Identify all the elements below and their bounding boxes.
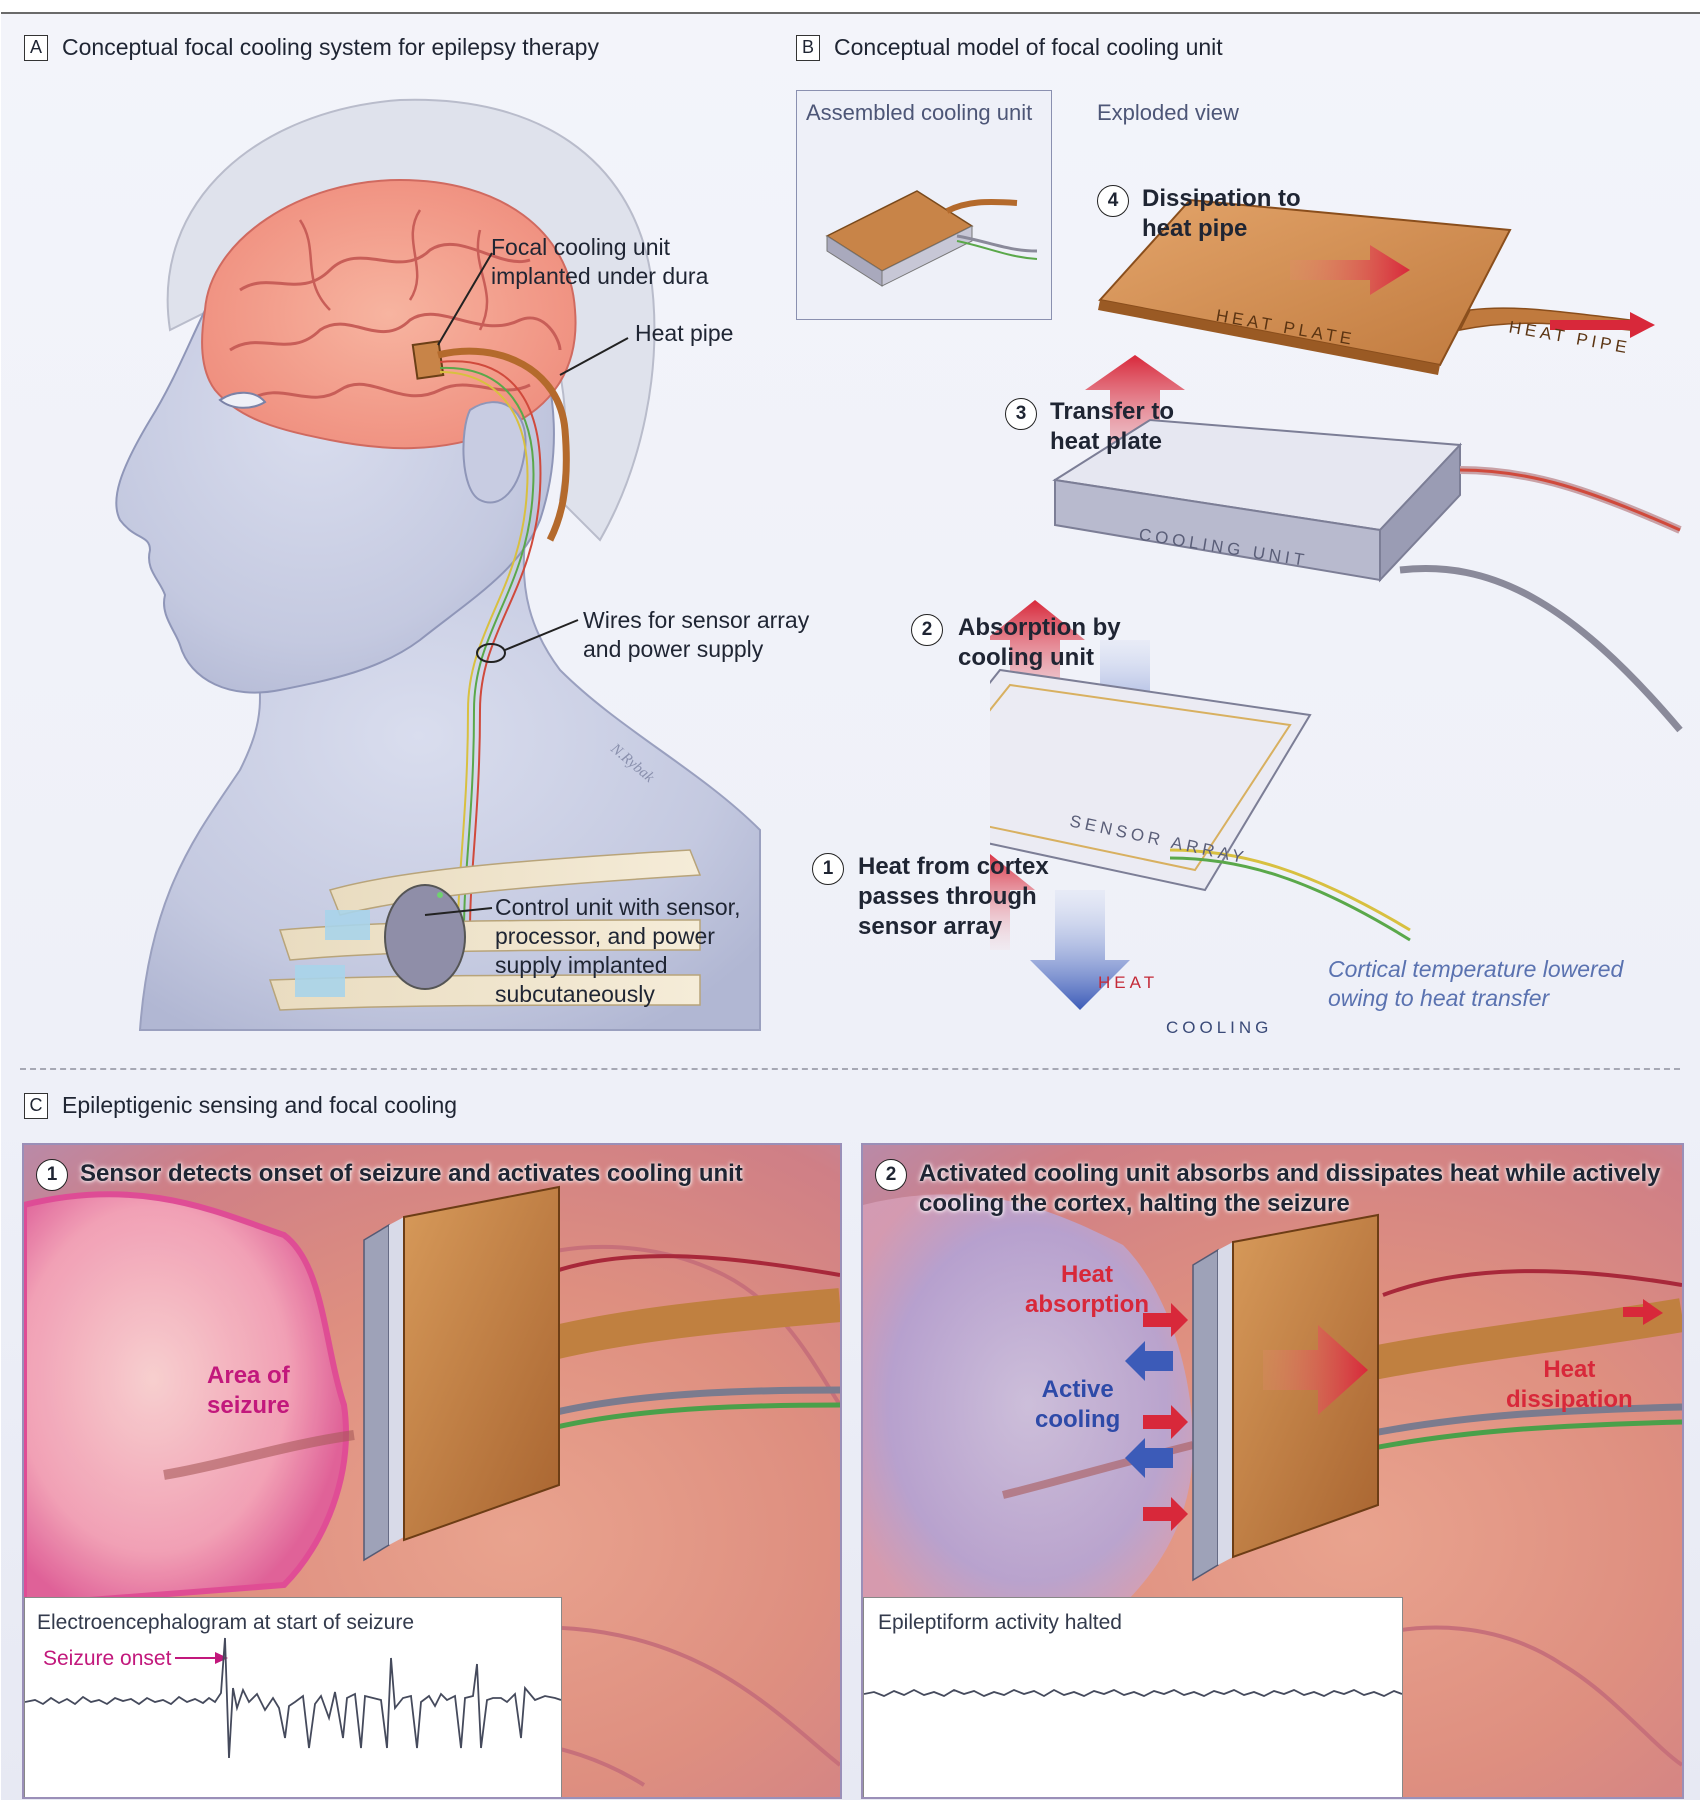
label-wires: Wires for sensor array and power supply — [583, 607, 810, 662]
cooling-unit-side-right — [1379, 442, 1461, 583]
c1-heat-plate — [403, 1185, 560, 1542]
c2-eeg-trace-area — [864, 1688, 1402, 1698]
heat-label: HEAT — [1098, 973, 1159, 992]
panel-c2: 2 Activated cooling unit absorbs and dis… — [861, 1143, 1684, 1799]
panel-b-title-text: Conceptual model of focal cooling unit — [834, 34, 1223, 60]
c2-red-wire — [1382, 1269, 1682, 1297]
panel-a-letter: A — [24, 34, 48, 61]
plate-arrow-icon — [1290, 245, 1410, 295]
panel-c-title: C Epileptigenic sensing and focal coolin… — [24, 1092, 457, 1119]
sensor-wire-yellow — [1169, 848, 1411, 932]
panel-a-title-text: Conceptual focal cooling system for epil… — [62, 34, 599, 60]
c1-title: Sensor detects onset of seizure and acti… — [80, 1160, 743, 1187]
c2-title: Activated cooling unit absorbs and dissi… — [919, 1160, 1661, 1217]
c2-eeg-trace — [864, 1688, 1402, 1698]
sensor-array-shape — [990, 668, 1312, 892]
wires-marker-ellipse — [476, 643, 506, 663]
c1-cooling-unit — [363, 1223, 390, 1562]
absorption-arrow-icon-2 — [1143, 1405, 1188, 1439]
c1-green-wire — [543, 1402, 840, 1433]
c2-illustration — [863, 1194, 1682, 1767]
c2-cooling-unit — [1192, 1248, 1219, 1582]
panel-a-title: A Conceptual focal cooling system for ep… — [24, 34, 599, 61]
panel-c1: 1 Sensor detects onset of seizure and ac… — [22, 1143, 842, 1799]
step-1-number: 1 — [812, 853, 844, 885]
assembled-unit-label: Assembled cooling unit — [806, 100, 1033, 125]
wire-path-red — [439, 360, 542, 931]
wire-path-green — [439, 366, 535, 931]
c1-illustration — [24, 1185, 840, 1787]
c2-number: 2 — [875, 1159, 907, 1191]
exploded-view-label: Exploded view — [1097, 100, 1239, 125]
c1-eeg-trace-area — [25, 1637, 561, 1759]
heat-bottom-arrow-icon — [990, 854, 1035, 950]
seizure-onset-arrow-icon — [215, 1652, 228, 1664]
assembled-unit-illustration — [825, 190, 1038, 287]
control-unit-icon — [384, 884, 466, 990]
c1-red-wire — [543, 1254, 840, 1277]
heat-absorption-label: Heat absorption — [1025, 1261, 1149, 1318]
c1-gray-wire — [543, 1386, 840, 1419]
c1-eeg-panel: Electroencephalogram at start of seizure… — [24, 1597, 562, 1797]
wire-path-yellow — [439, 371, 529, 931]
panel-b-title: B Conceptual model of focal cooling unit — [796, 34, 1223, 61]
section-divider — [20, 1068, 1680, 1070]
c2-heat-pipe — [1359, 1298, 1682, 1382]
sensor-wire-green — [1169, 856, 1411, 942]
c1-heat-pipe — [539, 1288, 840, 1362]
panel-c-title-text: Epileptigenic sensing and focal cooling — [62, 1092, 458, 1118]
c1-number: 1 — [36, 1159, 68, 1191]
step-4-number: 4 — [1097, 185, 1129, 217]
panel-b-letter: B — [796, 34, 820, 61]
c2-dissipation-big-arrow-icon — [1263, 1325, 1368, 1415]
absorption-arrow-icon-3 — [1143, 1497, 1188, 1531]
step-2-text: Absorption by cooling unit — [958, 614, 1121, 671]
seizure-onset-label: Seizure onset — [43, 1647, 172, 1670]
step-3-text: Transfer to heat plate — [1050, 398, 1175, 455]
c2-pipe-arrow-icon — [1623, 1299, 1663, 1325]
step-1-text: Heat from cortex passes through sensor a… — [858, 853, 1049, 940]
c2-eeg-title: Epileptiform activity halted — [878, 1611, 1122, 1634]
exploded-view-illustration — [990, 198, 1683, 1010]
pipe-arrow-icon — [1550, 312, 1655, 338]
c2-green-wire — [1362, 1419, 1682, 1453]
heat-pipe-path — [437, 347, 570, 542]
heat-dissipation-label: Heat dissipation — [1506, 1356, 1633, 1413]
assembled-unit-box — [796, 90, 1052, 320]
c1-eeg-trace — [25, 1637, 561, 1759]
label-focal-cooling-unit: Focal cooling unit implanted under dura — [491, 234, 709, 289]
step-2-number: 2 — [911, 614, 943, 646]
cooling-arrow-icon-2 — [1125, 1438, 1173, 1478]
panel-c-letter: C — [24, 1092, 48, 1119]
cooling-bottom-arrow-icon — [1030, 890, 1130, 1010]
head-illustration: N.Rybak — [115, 98, 761, 1031]
cortical-temperature-note: Cortical temperature lowered owing to he… — [1328, 956, 1624, 1011]
c2-gray-wire — [1362, 1403, 1682, 1439]
cooling-unit-gray-wire — [1399, 565, 1683, 733]
area-of-seizure-label: Area of seizure — [207, 1362, 290, 1419]
active-cooling-label: Active cooling — [1035, 1376, 1121, 1433]
c1-eeg-title: Electroencephalogram at start of seizure — [37, 1611, 415, 1634]
step-3-number: 3 — [1005, 398, 1037, 430]
cooling-unit-red-wire — [1459, 466, 1682, 534]
heat-plate-shape — [1098, 198, 1512, 367]
cooling-arrow-icon-1 — [1125, 1341, 1173, 1381]
label-control-unit: Control unit with sensor, processor, and… — [495, 894, 741, 1007]
head-cooling-unit-icon — [411, 340, 445, 380]
label-heat-pipe: Heat pipe — [635, 320, 734, 346]
c2-eeg-panel: Epileptiform activity halted — [863, 1597, 1403, 1797]
cooling-label: COOLING — [1166, 1018, 1273, 1037]
step-4-text: Dissipation to heat pipe — [1142, 185, 1301, 242]
absorption-arrow-icon-1 — [1143, 1303, 1188, 1337]
